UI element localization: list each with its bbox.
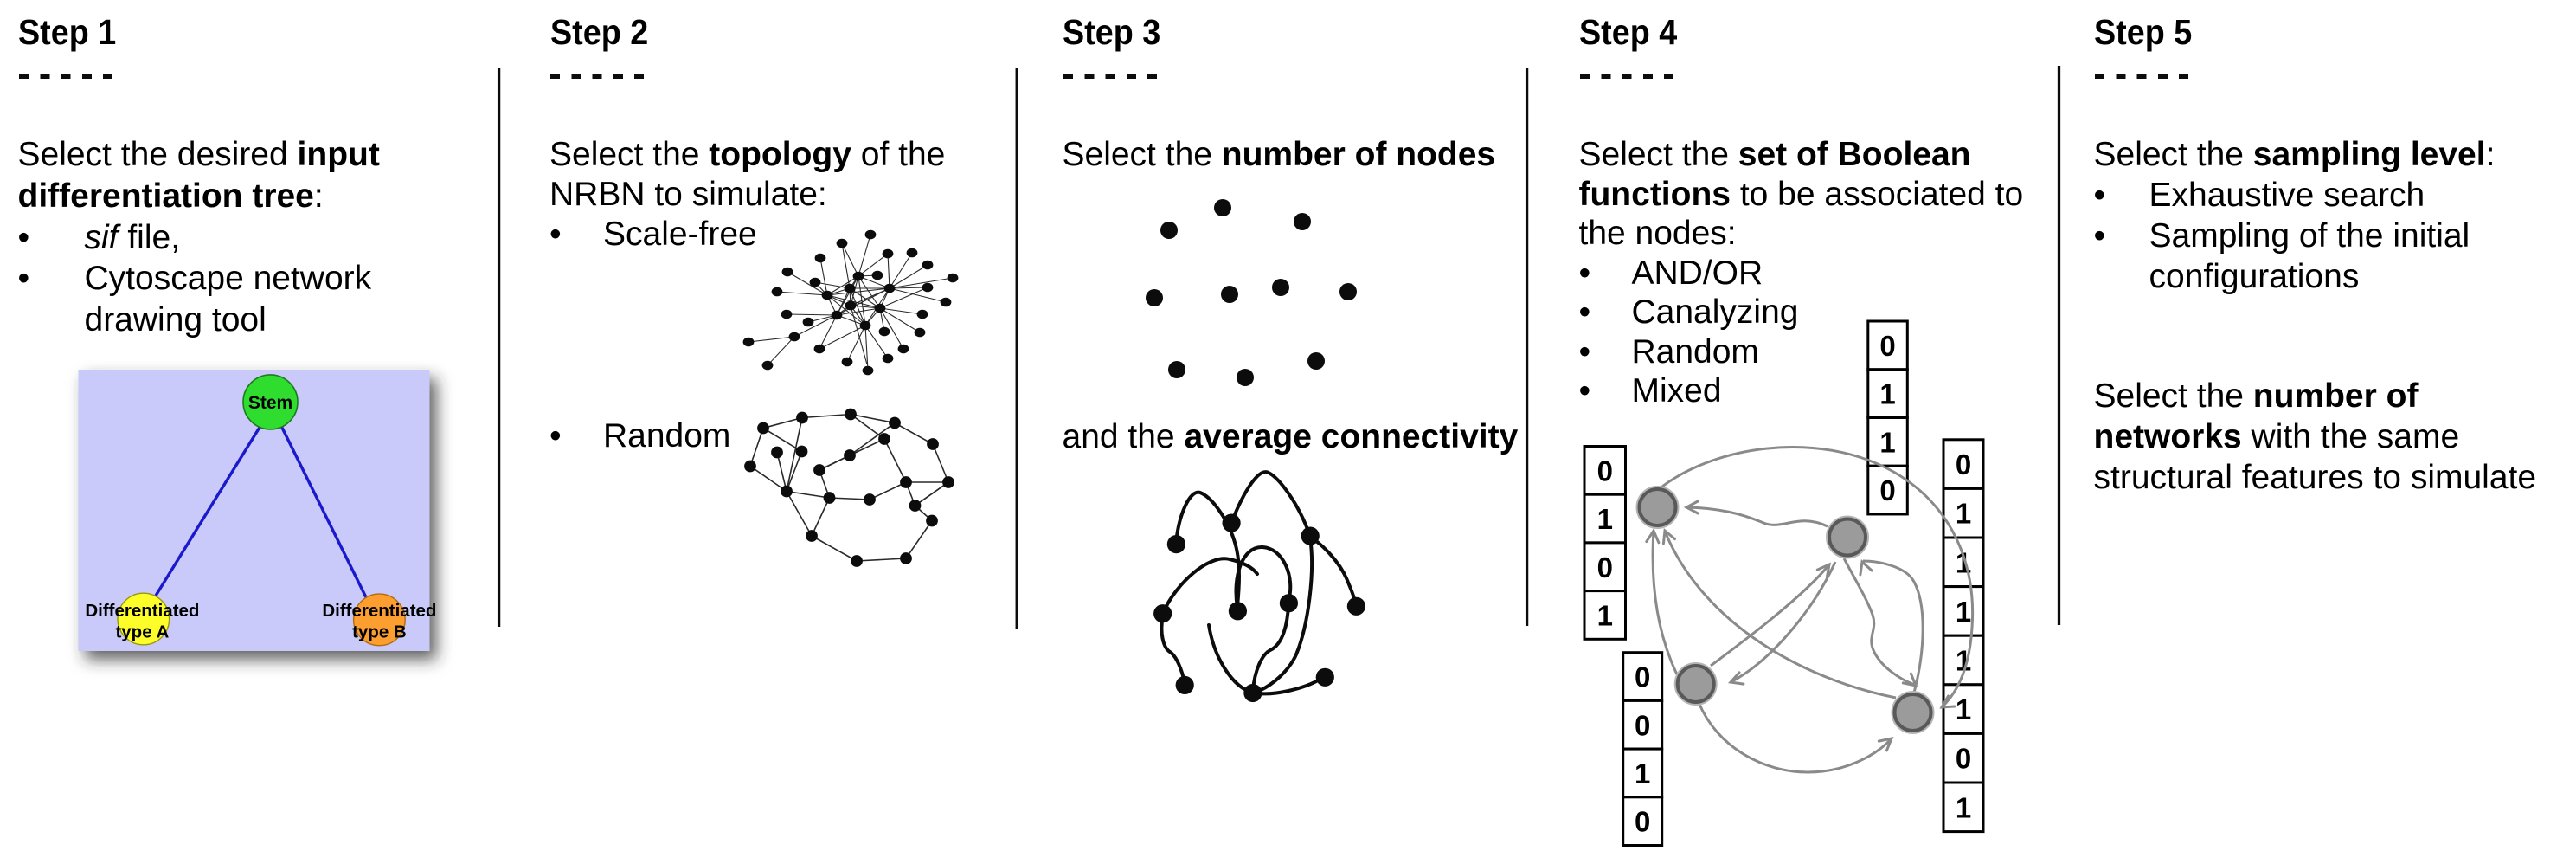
svg-text:0: 0 [1635,709,1650,741]
svg-text:0: 0 [1879,330,1895,362]
svg-text:1: 1 [1597,503,1613,535]
svg-text:1: 1 [1956,791,1971,823]
svg-text:1: 1 [1956,645,1971,677]
svg-text:0: 0 [1879,474,1895,506]
svg-text:0: 0 [1956,743,1971,775]
svg-text:Stem: Stem [248,393,292,413]
svg-text:0: 0 [1635,661,1650,693]
svg-text:type B: type B [352,622,407,642]
svg-text:0: 0 [1956,448,1971,480]
svg-text:type A: type A [115,622,169,642]
svg-text:1: 1 [1956,596,1971,628]
svg-text:1: 1 [1635,758,1650,790]
svg-text:1: 1 [1879,426,1895,458]
svg-text:1: 1 [1879,378,1895,410]
svg-text:1: 1 [1956,693,1971,725]
svg-text:0: 0 [1597,455,1613,487]
svg-text:Differentiated: Differentiated [85,601,199,621]
svg-text:1: 1 [1956,498,1971,530]
svg-text:0: 0 [1635,806,1650,838]
svg-text:Differentiated: Differentiated [322,601,436,621]
svg-text:1: 1 [1597,600,1613,632]
svg-text:0: 0 [1597,551,1613,583]
